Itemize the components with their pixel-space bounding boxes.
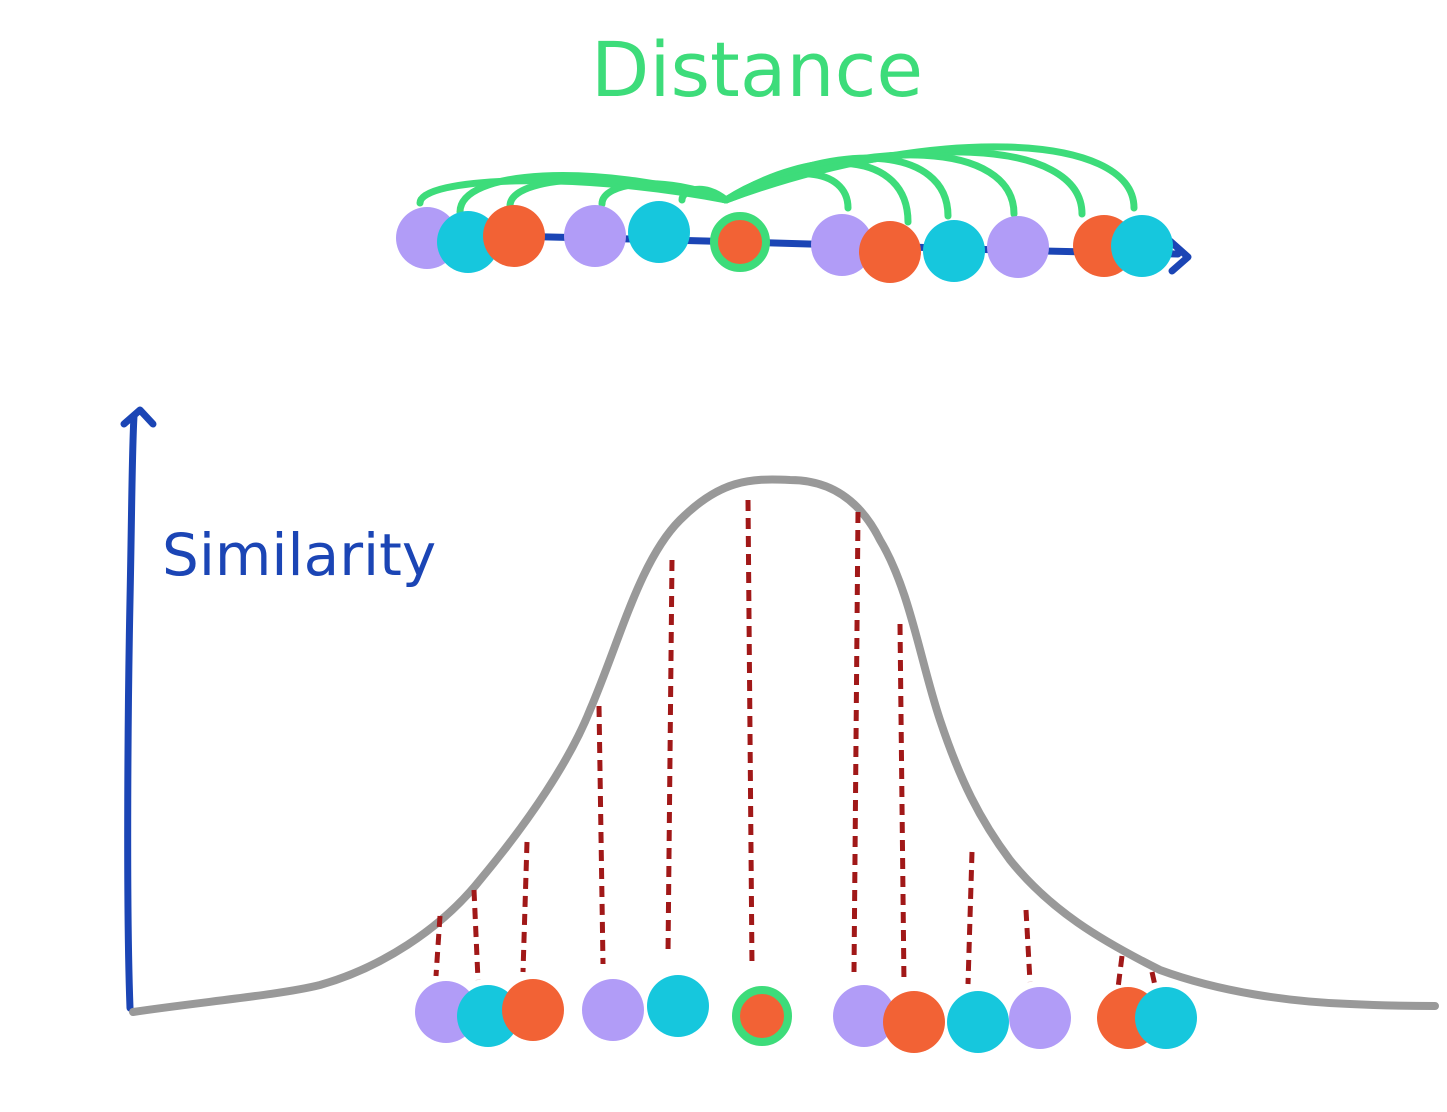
similarity-curve: [129, 475, 1439, 1016]
bottom-point-cyan: [947, 991, 1009, 1053]
top-point-orange: [483, 205, 545, 267]
distance-title: Distance: [591, 25, 923, 114]
top-point-purple: [564, 205, 626, 267]
drop-line-11: [1149, 971, 1159, 991]
drop-line-2: [520, 841, 530, 973]
bottom-points: [415, 975, 1197, 1053]
drop-line-4: [665, 559, 675, 955]
bottom-point-purple: [1009, 987, 1071, 1049]
top-point-purple: [811, 214, 873, 276]
drop-line-8: [965, 851, 975, 985]
top-points: [396, 201, 1173, 283]
drop-line-10: [1115, 955, 1125, 989]
top-point-highlighted: [710, 212, 770, 272]
distance-arcs: [416, 143, 1138, 226]
drop-line-1: [471, 889, 481, 981]
top-point-cyan: [923, 220, 985, 282]
drop-line-7: [897, 623, 907, 985]
drop-line-9: [1023, 909, 1033, 983]
distance-arc-10: [722, 143, 1138, 212]
bottom-point-purple: [582, 979, 644, 1041]
top-point-cyan: [1111, 215, 1173, 277]
top-point-orange: [859, 221, 921, 283]
distance-arc-4: [678, 185, 730, 204]
bottom-point-cyan: [647, 975, 709, 1037]
top-point-purple: [987, 216, 1049, 278]
similarity-axis: [120, 406, 157, 1012]
top-point-cyan: [437, 211, 499, 273]
arrowhead-right-icon: [1166, 237, 1192, 275]
bottom-point-purple: [833, 985, 895, 1047]
top-point-cyan: [628, 201, 690, 263]
bottom-point-orange: [502, 979, 564, 1041]
drop-line-0: [433, 915, 443, 977]
bottom-point-cyan: [1135, 987, 1197, 1049]
similarity-label: Similarity: [162, 521, 436, 589]
drop-line-6: [851, 511, 861, 973]
drop-line-5: [745, 499, 755, 967]
similarity-drop-lines: [433, 499, 1159, 991]
arrowhead-up-icon: [120, 406, 157, 428]
bottom-point-highlighted: [732, 986, 792, 1046]
drop-line-3: [596, 705, 606, 965]
bottom-point-orange: [883, 991, 945, 1053]
